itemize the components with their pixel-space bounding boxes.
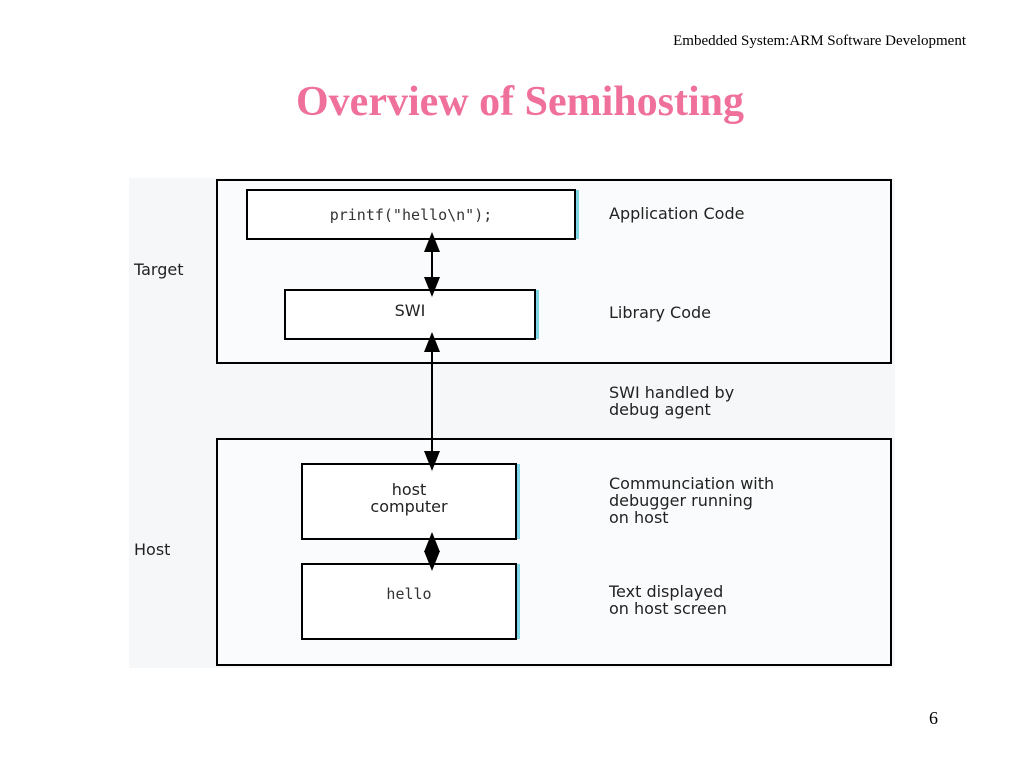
host-label: Host [134,540,171,559]
page-number: 6 [929,708,938,728]
application-code-label: Application Code [609,204,745,223]
text-displayed-label: Text displayed on host screen [609,582,727,618]
swi-text: SWI [394,301,426,320]
application-code-text: printf("hello\n"); [329,205,493,224]
target-label: Target [134,260,184,279]
semihosting-diagram: Target Host printf("hello\n"); SWI host … [129,178,895,668]
swi-box: SWI [284,289,536,340]
slide-title: Overview of Semihosting [296,79,744,125]
library-code-label: Library Code [609,303,711,322]
connector-arrows [424,232,440,571]
communication-label: Communciation with debugger running on h… [609,474,775,527]
host-computer-text: host computer [370,479,448,516]
slide-header: Embedded System:ARM Software Development [673,33,966,49]
application-code-box: printf("hello\n"); [246,189,576,240]
host-computer-box: host computer [301,463,517,540]
hello-output-box: hello [301,563,517,640]
swi-handled-label: SWI handled by debug agent [609,383,735,419]
hello-output-text: hello [386,584,432,603]
